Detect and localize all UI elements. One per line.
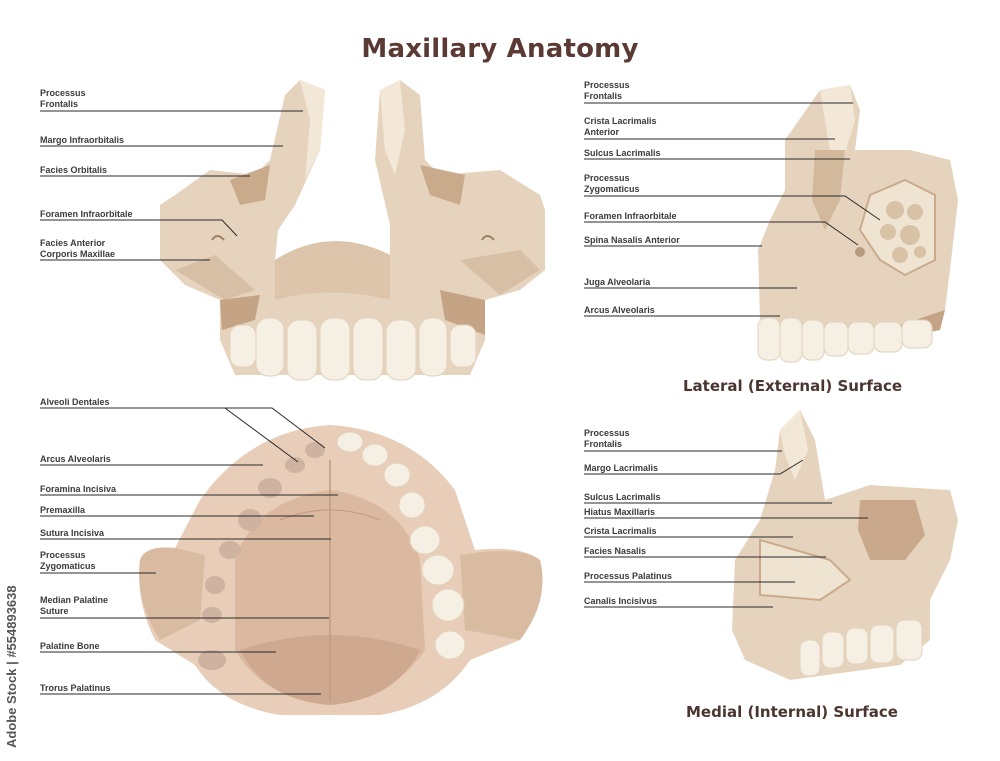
label-front-foramen-infraorbitale: Foramen Infraorbitale — [40, 209, 133, 219]
caption-lateral-surface: Lateral (External) Surface — [683, 377, 903, 395]
label-lat-juga-alveolaria: Juga Alveolaria — [584, 277, 651, 287]
label-med-crista-lacrimalis: Crista Lacrimalis — [584, 526, 657, 536]
page-title: Maxillary Anatomy — [361, 34, 639, 64]
label-med-sulcus-lacrimalis: Sulcus Lacrimalis — [584, 492, 661, 502]
label-lat-processus-frontalis: Processus Frontalis — [584, 80, 630, 101]
leader-lines — [40, 102, 881, 695]
label-front-facies-anterior: Facies Anterior Corporis Maxillae — [40, 238, 116, 259]
label-med-processus-frontalis: Processus Frontalis — [584, 428, 630, 449]
label-front-facies-orbitalis: Facies Orbitalis — [40, 165, 108, 175]
label-pal-premaxilla: Premaxilla — [40, 505, 86, 515]
front-teeth — [229, 317, 477, 381]
label-front-margo-infraorbitalis: Margo Infraorbitalis — [40, 135, 125, 145]
label-lat-processus-zygomaticus: Processus Zygomaticus — [584, 173, 640, 194]
stock-watermark-text: Adobe Stock | #554893638 — [4, 585, 19, 748]
medial-teeth — [799, 619, 923, 677]
palate-view-maxilla — [139, 425, 543, 715]
label-pal-torus-palatinus: Trorus Palatinus — [40, 683, 111, 693]
label-lat-spina-nasalis: Spina Nasalis Anterior — [584, 235, 680, 245]
lateral-teeth — [757, 317, 933, 363]
label-pal-arcus-alveolaris: Arcus Alveolaris — [40, 454, 111, 464]
label-med-processus-palatinus: Processus Palatinus — [584, 571, 673, 581]
label-lat-arcus-alveolaris: Arcus Alveolaris — [584, 305, 655, 315]
label-lat-crista-lacrimalis-anterior: Crista Lacrimalis Anterior — [584, 116, 657, 137]
label-lat-sulcus-lacrimalis: Sulcus Lacrimalis — [584, 148, 661, 158]
alveoli-sockets — [198, 442, 325, 670]
label-pal-processus-zygomaticus: Processus Zygomaticus — [40, 550, 96, 571]
label-pal-sutura-incisiva: Sutura Incisiva — [40, 528, 105, 538]
label-pal-median-palatine-suture: Median Palatine Suture — [40, 595, 109, 616]
medial-view-maxilla — [732, 410, 958, 680]
label-pal-foramina-incisiva: Foramina Incisiva — [40, 484, 117, 494]
lateral-view-maxilla — [757, 85, 958, 363]
label-med-canalis-incisivus: Canalis Incisivus — [584, 596, 658, 606]
label-med-facies-nasalis: Facies Nasalis — [584, 546, 647, 556]
front-view-maxilla — [160, 80, 545, 381]
label-med-margo-lacrimalis: Margo Lacrimalis — [584, 463, 659, 473]
label-med-hiatus-maxillaris: Hiatus Maxillaris — [584, 507, 656, 517]
stock-watermark: Adobe Stock | #554893638 — [2, 520, 19, 750]
label-front-processus-frontalis: Processus Frontalis — [40, 88, 86, 109]
caption-medial-surface: Medial (Internal) Surface — [686, 703, 898, 721]
label-lat-foramen-infraorbitale: Foramen Infraorbitale — [584, 211, 677, 221]
label-pal-alveoli-dentales: Alveoli Dentales — [40, 397, 110, 407]
label-pal-palatine-bone: Palatine Bone — [40, 641, 100, 651]
palate-teeth — [336, 431, 466, 660]
